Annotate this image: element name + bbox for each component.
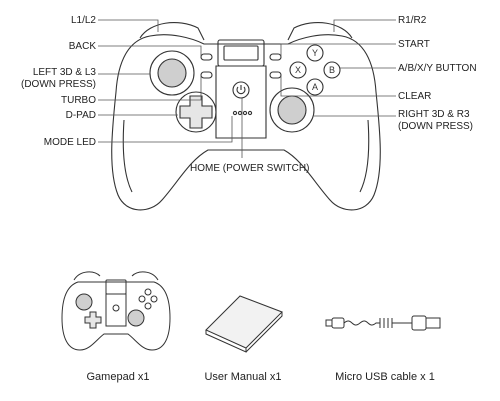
button-y-letter: Y xyxy=(312,48,318,58)
manual-icon xyxy=(205,295,283,353)
controller-body xyxy=(111,34,381,211)
label-back: BACK xyxy=(69,41,97,52)
caption-gamepad: Gamepad x1 xyxy=(87,371,150,383)
left-stick[interactable] xyxy=(157,58,187,88)
label-left-stick: LEFT 3D & L3 xyxy=(33,67,97,78)
package-contents: Gamepad x1 User Manual x1 Micro USB cabl… xyxy=(61,271,441,383)
mode-led-2 xyxy=(237,110,243,116)
button-x[interactable] xyxy=(289,61,307,79)
label-clear: CLEAR xyxy=(398,91,431,102)
back-button[interactable] xyxy=(200,53,213,61)
button-b[interactable] xyxy=(323,61,341,79)
left-shoulder-bumper xyxy=(139,22,205,41)
home-button[interactable] xyxy=(232,81,250,99)
gamepad-illustration xyxy=(111,22,381,211)
button-b-letter: B xyxy=(329,65,335,75)
label-turbo: TURBO xyxy=(61,95,96,106)
caption-usb-cable: Micro USB cable x 1 xyxy=(335,371,435,383)
label-start: START xyxy=(398,39,430,50)
label-r1r2: R1/R2 xyxy=(398,15,427,26)
face-button-letters: Y X B A xyxy=(295,48,335,92)
power-icon xyxy=(236,85,246,95)
dpad[interactable] xyxy=(179,95,213,129)
button-a-letter: A xyxy=(312,82,318,92)
label-abxy: A/B/X/Y BUTTON xyxy=(398,63,477,74)
label-dpad: D-PAD xyxy=(66,110,96,121)
button-y[interactable] xyxy=(306,44,324,62)
mode-led-1 xyxy=(232,110,238,116)
left-stick-ring xyxy=(149,50,195,96)
left-callouts: L1/L2 BACK LEFT 3D & L3 (DOWN PRESS) TUR… xyxy=(21,15,96,148)
leader-lines xyxy=(98,19,396,158)
start-button[interactable] xyxy=(269,53,282,61)
right-shoulder-bumper xyxy=(287,22,353,41)
label-right-stick: RIGHT 3D & R3 xyxy=(398,109,470,120)
right-callouts: R1/R2 START A/B/X/Y BUTTON CLEAR RIGHT 3… xyxy=(398,15,477,132)
mode-led-3 xyxy=(242,110,248,116)
label-l1l2: L1/L2 xyxy=(71,15,96,26)
usb-cable-icon xyxy=(325,315,441,331)
right-stick-ring xyxy=(269,87,315,133)
label-left-stick-press: (DOWN PRESS) xyxy=(21,79,96,90)
label-right-stick-press: (DOWN PRESS) xyxy=(398,121,473,132)
button-a[interactable] xyxy=(306,78,324,96)
label-home: HOME (POWER SWITCH) xyxy=(190,163,309,174)
label-mode-led: MODE LED xyxy=(44,137,96,148)
mode-led-4 xyxy=(247,110,253,116)
turbo-button[interactable] xyxy=(200,71,213,79)
button-x-letter: X xyxy=(295,65,301,75)
gamepad-icon xyxy=(61,271,171,351)
caption-manual: User Manual x1 xyxy=(204,371,281,383)
right-stick[interactable] xyxy=(277,95,307,125)
clear-button[interactable] xyxy=(269,71,282,79)
